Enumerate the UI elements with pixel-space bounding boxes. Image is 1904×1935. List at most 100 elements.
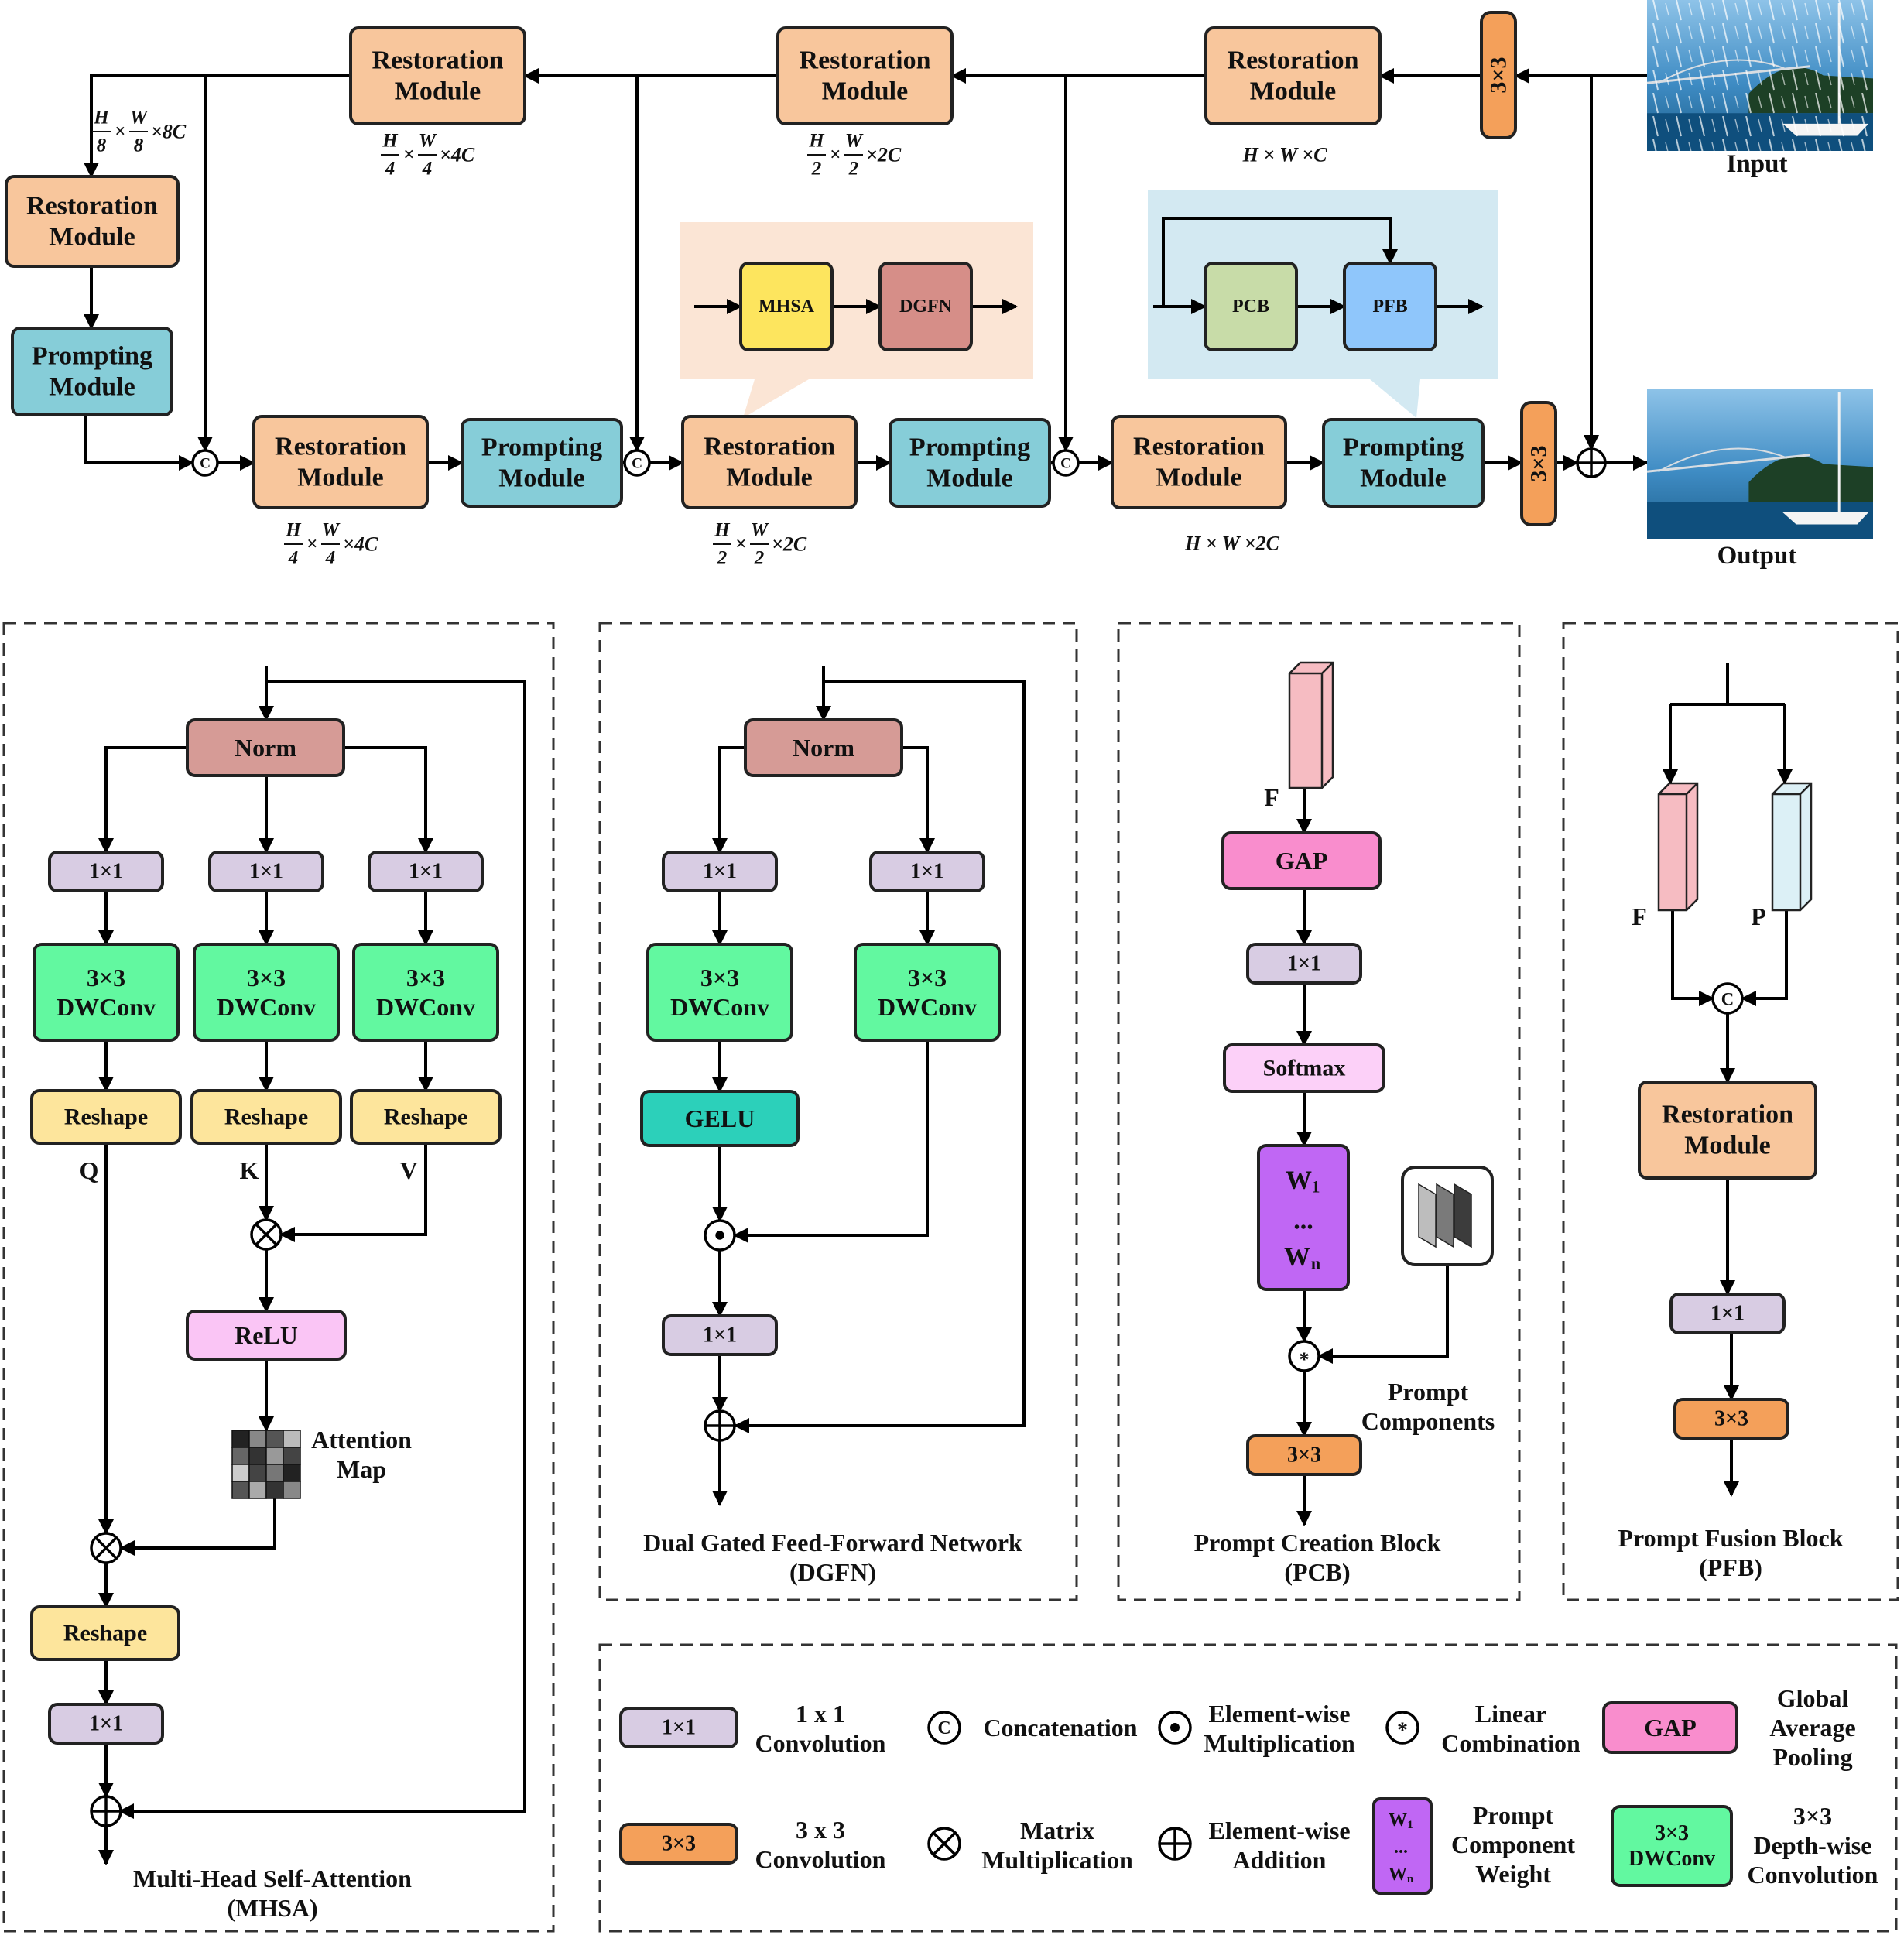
pfb-feature-f xyxy=(1657,782,1699,912)
enc-restoration-2 xyxy=(776,26,954,125)
legend-weight-text-line: Prompt xyxy=(1473,1801,1554,1829)
mhsa-conv1x1-3 xyxy=(368,851,484,892)
dgfn-conv1x1-out xyxy=(662,1314,778,1356)
legend-elementwise-add-symbol-glyph xyxy=(1159,1828,1190,1859)
pcb-feature-f-edges xyxy=(1289,662,1334,788)
dec-restoration-1 xyxy=(1111,415,1287,509)
pfb-feature-p-edges xyxy=(1772,783,1812,910)
legend-gap-symbol-label-line: GAP xyxy=(1644,1714,1697,1742)
pfb-p-label: P xyxy=(1751,902,1766,930)
output-add-glyph xyxy=(1577,449,1605,477)
dim-top-2-num: H xyxy=(808,131,825,152)
dec-restoration-3 xyxy=(252,415,429,509)
mhsa-reshape-2-label-line: Reshape xyxy=(224,1104,308,1130)
legend-weight-wn: W xyxy=(1389,1865,1407,1885)
mhsa-conv1x1-2-label-line: 1×1 xyxy=(249,860,283,884)
enc-restoration-3-label-line: Restoration xyxy=(372,46,504,74)
legend-conv1x1-symbol xyxy=(619,1707,738,1748)
mhsa-qk-matmul-glyph xyxy=(255,1223,278,1246)
legend-concat-symbol-glyph: C xyxy=(937,1718,950,1738)
pfb-restoration-label-line: Module xyxy=(1684,1132,1770,1160)
mhsa-reshape-1-label-line: Reshape xyxy=(64,1104,148,1130)
edge-rm3-bottleneck xyxy=(84,74,351,178)
dim-bot-3-text: H × W ×2C xyxy=(1184,533,1280,555)
mhsa-edge-norm-q xyxy=(98,746,187,854)
dgfn-dwconv-2-label-line: DWConv xyxy=(878,993,977,1021)
output-image-boat xyxy=(1782,512,1869,525)
dgfn-conv1x1-2-label-line: 1×1 xyxy=(910,860,944,884)
legend-dwconv-text-line: Depth-wise xyxy=(1754,1831,1872,1859)
enc-restoration-2-label-line: Restoration xyxy=(800,46,931,74)
legend-linear-combination-symbol xyxy=(1385,1711,1419,1745)
legend-conv3x3-symbol xyxy=(619,1823,738,1865)
mhsa-dwconv-3-label-line: 3×3 xyxy=(406,964,445,991)
mhsa-reshape-out xyxy=(30,1605,180,1661)
pcb-prompt-weights xyxy=(1257,1144,1350,1291)
dec-prompting-2-label-line: Prompting xyxy=(909,433,1030,461)
mhsa-norm-label-line: Norm xyxy=(235,734,296,762)
dgfn-dwconv-2-label-line: 3×3 xyxy=(908,964,947,991)
legend-conv3x3-text-line: 3 x 3 xyxy=(796,1816,845,1844)
mhsa-conv1x1-1-label-line: 1×1 xyxy=(89,860,123,884)
legend-weight-text-line: Component xyxy=(1451,1831,1575,1858)
pfb-panel xyxy=(1562,622,1899,1601)
dim-top-3-den: 4 xyxy=(422,159,433,180)
pcb-weight-wn: W xyxy=(1284,1243,1310,1272)
pfb-conv1x1 xyxy=(1669,1293,1786,1334)
dec-prompting-1-label-line: Prompting xyxy=(1343,433,1464,461)
dgfn-edge-norm-b xyxy=(902,746,935,854)
enc-restoration-3 xyxy=(349,26,526,125)
enc-restoration-1-label-line: Module xyxy=(1250,77,1336,106)
attention-map-cell xyxy=(231,1430,250,1448)
legend-weight-wn-sub: n xyxy=(1407,1873,1414,1885)
dim-top-3-tail: ×4C xyxy=(440,144,475,166)
dgfn-residual-add-glyph xyxy=(705,1411,735,1440)
dim-top-4-num: H xyxy=(93,108,110,128)
attention-map-cell xyxy=(231,1447,250,1465)
mhsa-dwconv-1-label-line: 3×3 xyxy=(87,964,125,991)
input-label: Input xyxy=(1727,150,1788,178)
pfb-edge-p-concat xyxy=(1741,910,1788,1006)
pcb-weight-wn-sub: n xyxy=(1311,1254,1320,1273)
mhsa-reshape-out-label-line: Reshape xyxy=(63,1621,147,1646)
output-image xyxy=(1646,389,1873,539)
output-conv3x3-label: 3×3 xyxy=(1526,445,1552,481)
attention-map-cell xyxy=(248,1447,267,1465)
dim-bot-1-den: 4 xyxy=(288,548,299,569)
mhsa-reshape-3 xyxy=(350,1089,502,1145)
legend-conv1x1-text-line: 1 x 1 xyxy=(796,1700,845,1728)
legend-weight-symbol xyxy=(1372,1797,1433,1895)
pcb-conv3x3-label-line: 3×3 xyxy=(1287,1444,1321,1468)
pfb-conv1x1-label-line: 1×1 xyxy=(1711,1302,1745,1326)
dgfn-edge-norm-a xyxy=(712,746,745,854)
bottleneck-restoration-label-line: Restoration xyxy=(26,191,158,220)
dgfn-block xyxy=(878,262,973,351)
pfb-caption-line: (PFB) xyxy=(1699,1553,1762,1581)
dgfn-gelu-label-line: GELU xyxy=(685,1104,755,1132)
dec-prompting-2 xyxy=(889,418,1051,508)
bottleneck-restoration xyxy=(5,175,180,268)
dec-restoration-1-label-line: Module xyxy=(1156,464,1241,492)
dec-restoration-3-label-line: Restoration xyxy=(275,432,406,461)
pcb-weight-w1-sub: 1 xyxy=(1312,1177,1320,1197)
dec-prompting-1-label-line: Module xyxy=(1360,464,1446,493)
dgfn-norm xyxy=(744,718,903,777)
mhsa-reshape-1 xyxy=(30,1089,182,1145)
dec-restoration-2-label-line: Module xyxy=(726,464,812,492)
pfb-concat xyxy=(1711,982,1744,1015)
mhsa-caption-line: Multi-Head Self-Attention xyxy=(133,1865,412,1892)
dim-top-2-times: × xyxy=(830,145,841,166)
dgfn-norm-label-line: Norm xyxy=(793,734,854,762)
dgfn-caption-line: Dual Gated Feed-Forward Network xyxy=(643,1529,1022,1557)
dim-top-4-den: 8 xyxy=(134,135,144,156)
mhsa-dwconv-3-label-line: DWConv xyxy=(376,993,475,1021)
mhsa-k-label: K xyxy=(240,1156,259,1184)
pfb-feature-f-edges xyxy=(1659,783,1698,910)
dim-top-3-den: 4 xyxy=(385,159,396,180)
pcb-linear-combination-glyph: * xyxy=(1299,1348,1309,1371)
pfb-feature-p xyxy=(1771,782,1813,912)
attention-map-cell xyxy=(283,1481,301,1499)
